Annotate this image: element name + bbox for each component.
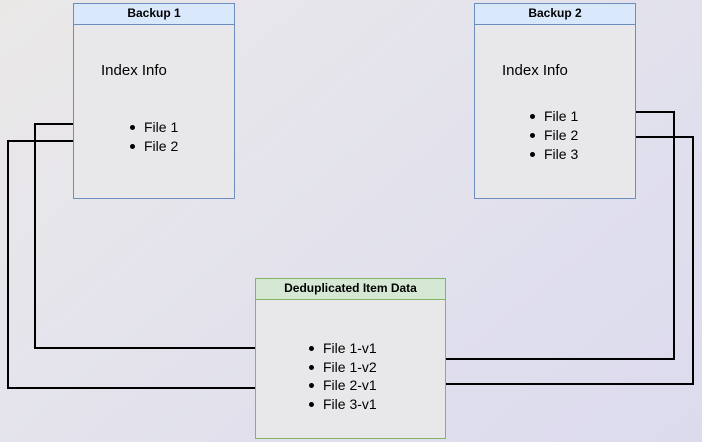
file-list-item: File 1 (129, 118, 178, 137)
file-list-item: File 1-v1 (308, 339, 377, 358)
file-list-item: File 2-v1 (308, 376, 377, 395)
file-list-item: File 1-v2 (308, 358, 377, 377)
file-list-item: File 3 (529, 145, 578, 164)
backup-1-index-info-label: Index Info (101, 62, 167, 79)
file-list-item: File 2 (529, 126, 578, 145)
file-list-item: File 2 (129, 137, 178, 156)
file-list-item: File 3-v1 (308, 395, 377, 414)
file-list-item: File 1 (529, 107, 578, 126)
deduplicated-item-data-title: Deduplicated Item Data (256, 279, 445, 300)
backup-1-title: Backup 1 (74, 4, 234, 25)
backup-2-title: Backup 2 (475, 4, 635, 25)
backup-2-index-info-label: Index Info (502, 62, 568, 79)
